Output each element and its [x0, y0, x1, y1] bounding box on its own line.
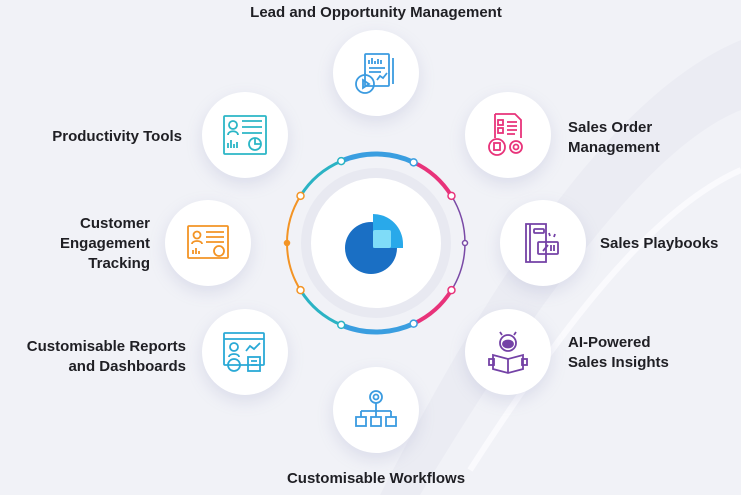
node-sales-order[interactable]: [465, 92, 551, 178]
label-ai-insights: AI-Powered Sales Insights: [568, 333, 669, 373]
node-workflows[interactable]: [333, 367, 419, 453]
workflow-gear-icon: [355, 390, 397, 427]
dynamics-logo-icon: [345, 214, 403, 274]
node-ai-insights[interactable]: [465, 309, 551, 395]
label-line: Customisable Reports: [26, 338, 186, 355]
label-sales-order: Sales Order Management: [568, 118, 660, 158]
node-sales-playbooks[interactable]: [500, 200, 586, 286]
label-line: and Dashboards: [68, 358, 186, 375]
center-logo-circle: [311, 178, 441, 308]
node-engagement-tracking[interactable]: [165, 200, 251, 286]
label-lead-opportunity: Lead and Opportunity Management: [250, 4, 502, 21]
label-line: Engagement: [59, 235, 150, 252]
label-line: AI-Powered: [568, 334, 651, 351]
ring-dot: [461, 239, 469, 247]
node-lead-opportunity[interactable]: [333, 30, 419, 116]
ring-segment: [412, 289, 454, 326]
ring-dot: [409, 319, 418, 328]
node-productivity-tools[interactable]: [202, 92, 288, 178]
label-line: Sales Order: [568, 119, 653, 136]
label-line: Management: [568, 139, 660, 156]
ring-dot: [447, 191, 456, 201]
label-reports-dashboards: Customisable Reports and Dashboards: [10, 337, 186, 377]
ring-dot: [296, 285, 305, 295]
label-line: Customer: [79, 215, 150, 232]
label-workflows: Customisable Workflows: [286, 470, 466, 487]
robot-reading-icon: [488, 331, 528, 374]
label-line: Tracking: [88, 255, 150, 272]
node-reports-dashboards[interactable]: [202, 309, 288, 395]
checklist-gear-icon: [488, 113, 523, 156]
engagement-dashboard-icon: [187, 225, 229, 259]
ring-segment: [299, 159, 342, 197]
label-engagement-tracking: Customer Engagement Tracking: [40, 214, 150, 274]
ring-dot: [447, 285, 456, 295]
playbook-discount-icon: [525, 223, 559, 263]
label-line: Sales Insights: [568, 354, 669, 371]
ring-dot: [336, 320, 346, 330]
ring-segment: [299, 289, 342, 327]
ring-dot: [336, 156, 346, 166]
ring-segment: [340, 321, 415, 335]
productivity-dashboard-icon: [223, 115, 267, 155]
ring-segment: [412, 160, 454, 197]
ring-dot: [283, 239, 291, 247]
dashboard-browser-icon: [223, 332, 265, 372]
ring-segment: [340, 151, 415, 165]
label-sales-playbooks: Sales Playbooks: [600, 235, 719, 252]
report-stopwatch-icon: [355, 53, 394, 94]
ring-dot: [296, 191, 305, 201]
label-productivity-tools: Productivity Tools: [52, 128, 182, 145]
ring-dot: [409, 158, 418, 167]
